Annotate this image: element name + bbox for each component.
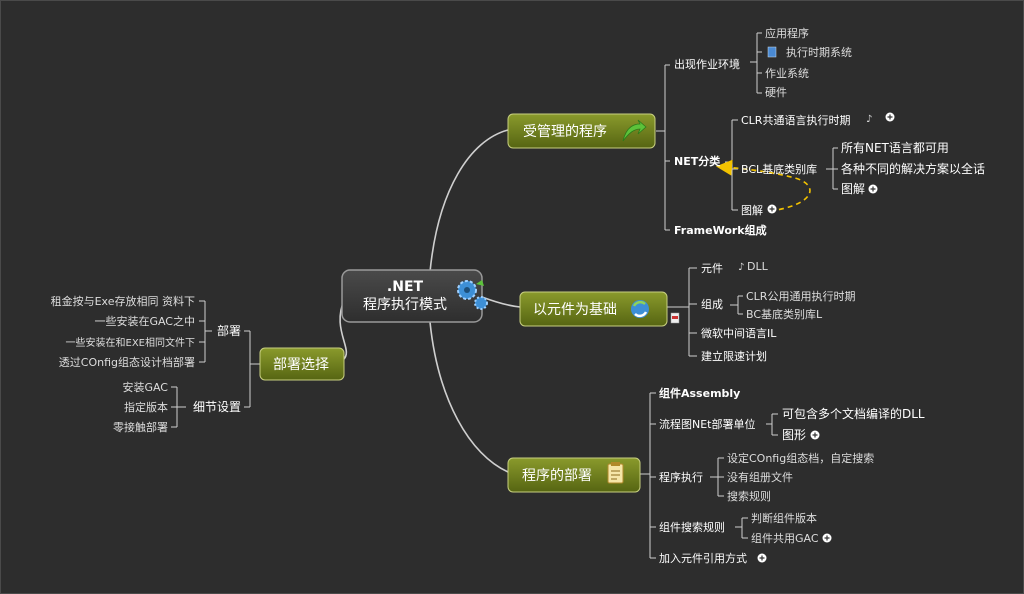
exec-label[interactable]: 程序执行 bbox=[659, 470, 703, 484]
deploy-item-2[interactable]: 一些安装在和EXE相同文件下 bbox=[66, 336, 196, 349]
deploy-item-3[interactable]: 透过COnfig组态设计档部署 bbox=[59, 355, 195, 369]
exec-item-1[interactable]: 没有组册文件 bbox=[727, 470, 793, 484]
env-label[interactable]: 出现作业环境 bbox=[674, 57, 740, 71]
jit-label[interactable]: 建立限速计划 bbox=[701, 349, 767, 363]
flow-item-0[interactable]: 可包含多个文档编译的DLL bbox=[782, 406, 925, 421]
bcl-label[interactable]: BCL基底类别库 bbox=[741, 162, 817, 176]
tujie-label[interactable]: 图解 bbox=[741, 203, 763, 217]
env-item-2[interactable]: 作业系统 bbox=[765, 67, 809, 80]
branch-managed-program[interactable]: 受管理的程序 bbox=[507, 113, 656, 149]
composition-item-1[interactable]: BC基底类别库L bbox=[746, 307, 823, 321]
detail-item-2[interactable]: 零接触部署 bbox=[113, 420, 168, 434]
assembly-label[interactable]: 组件Assembly bbox=[659, 386, 740, 400]
branch-program-deployment-label: 程序的部署 bbox=[522, 468, 592, 484]
expand-icon[interactable] bbox=[822, 533, 832, 543]
bcl-item-0[interactable]: 所有NET语言都可用 bbox=[841, 141, 949, 155]
search-item-0[interactable]: 判断组件版本 bbox=[751, 511, 817, 525]
detail-item-0[interactable]: 安装GAC bbox=[122, 380, 168, 394]
expand-icon[interactable] bbox=[767, 204, 777, 214]
branch-component-based-label: 以元件为基础 bbox=[533, 301, 617, 318]
expand-icon[interactable] bbox=[868, 184, 878, 194]
central-subtitle: 程序执行模式 bbox=[363, 297, 447, 313]
env-item-3[interactable]: 硬件 bbox=[765, 86, 787, 99]
framework-label[interactable]: FrameWork组成 bbox=[674, 223, 767, 237]
flow-item-1[interactable]: 图形 bbox=[782, 428, 806, 442]
branch-deployment-options[interactable]: 部署选择 bbox=[259, 347, 345, 381]
env-item-0[interactable]: 应用程序 bbox=[765, 26, 809, 40]
env-item-1[interactable]: 执行时期系统 bbox=[786, 45, 852, 59]
exec-item-2[interactable]: 搜索规则 bbox=[727, 489, 771, 503]
note-icon: ♪ bbox=[738, 262, 744, 273]
exec-item-0[interactable]: 设定COnfig组态档，自定搜索 bbox=[727, 451, 874, 465]
branch-component-based[interactable]: 以元件为基础 bbox=[519, 291, 668, 327]
expand-icon[interactable] bbox=[885, 112, 895, 122]
flow-label[interactable]: 流程图NEt部署单位 bbox=[659, 417, 756, 431]
expand-icon[interactable] bbox=[810, 430, 820, 440]
gears-icon bbox=[457, 280, 488, 310]
reference-label[interactable]: 加入元件引用方式 bbox=[659, 551, 747, 565]
bcl-item-2[interactable]: 图解 bbox=[841, 182, 865, 196]
deploy-item-0[interactable]: 租金按与Exe存放相同 资料下 bbox=[51, 294, 195, 308]
clipboard-icon bbox=[607, 462, 624, 484]
detail-item-1[interactable]: 指定版本 bbox=[124, 400, 168, 414]
deploy-label[interactable]: 部署 bbox=[217, 323, 241, 338]
dll-label[interactable]: DLL bbox=[747, 260, 769, 273]
bcl-item-1[interactable]: 各种不同的解决方案以全话 bbox=[841, 161, 985, 176]
note-icon: ♪ bbox=[866, 114, 872, 125]
branch-deployment-options-label: 部署选择 bbox=[273, 357, 329, 373]
clr-label[interactable]: CLR共通语言执行时期 bbox=[741, 113, 850, 127]
net-label[interactable]: NET分类 bbox=[674, 154, 721, 168]
branch-connectors bbox=[171, 32, 838, 559]
refresh-icon bbox=[631, 300, 649, 318]
book-icon bbox=[767, 46, 777, 58]
branch-program-deployment[interactable]: 程序的部署 bbox=[507, 457, 641, 493]
green-arrow-icon bbox=[622, 119, 647, 142]
expand-icon[interactable] bbox=[757, 553, 767, 563]
branch-managed-program-label: 受管理的程序 bbox=[523, 124, 607, 140]
composition-label[interactable]: 组成 bbox=[701, 297, 723, 311]
il-label[interactable]: 微软中间语言IL bbox=[701, 326, 777, 340]
central-title: .NET bbox=[387, 279, 424, 295]
attachment-icon bbox=[670, 312, 680, 324]
relation-arrow bbox=[716, 159, 811, 212]
component-label[interactable]: 元件 bbox=[701, 262, 723, 275]
detail-label[interactable]: 细节设置 bbox=[193, 400, 241, 414]
deploy-item-1[interactable]: 一些安装在GAC之中 bbox=[94, 314, 195, 328]
search-rule-label[interactable]: 组件搜索规则 bbox=[659, 520, 725, 534]
central-topic[interactable]: .NET 程序执行模式 bbox=[341, 269, 488, 323]
composition-item-0[interactable]: CLR公用通用执行时期 bbox=[746, 289, 855, 303]
search-item-1[interactable]: 组件共用GAC bbox=[751, 531, 819, 545]
